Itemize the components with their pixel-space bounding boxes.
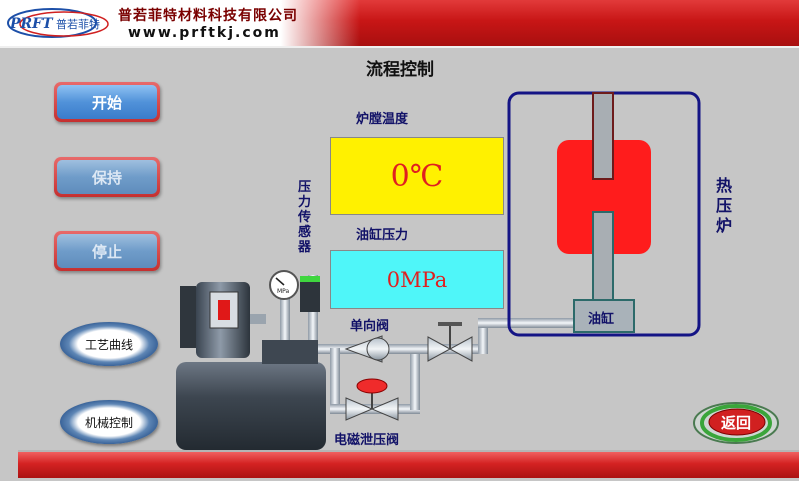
riser-pipe — [478, 318, 488, 354]
svg-text:普若菲特: 普若菲特 — [56, 17, 100, 31]
pressure-sensor — [300, 276, 320, 312]
oil-tank — [176, 362, 326, 450]
temperature-label: 炉膛温度 — [356, 112, 409, 127]
motor-indicator — [218, 300, 230, 320]
pressure-label: 油缸压力 — [356, 228, 409, 243]
company-logo: PRFT 普若菲特 — [6, 4, 112, 42]
cylinder-label: 油缸 — [588, 312, 615, 327]
stop-button-label: 停止 — [57, 234, 157, 268]
solenoid-valve-label: 电磁泄压阀 — [334, 433, 400, 448]
motor-shaft — [250, 314, 266, 324]
solenoid-coil — [356, 378, 388, 394]
upper-ram — [592, 92, 614, 180]
pump-block — [262, 340, 318, 364]
relief-pipe-left — [330, 348, 340, 410]
gate-valve — [427, 336, 452, 362]
process-curve-label: 工艺曲线 — [81, 334, 136, 354]
temperature-display: 0℃ — [330, 137, 504, 215]
cylinder-feed-pipe — [478, 318, 574, 328]
gauge-unit-label: MPa — [277, 288, 290, 295]
process-curve-button[interactable]: 工艺曲线 — [60, 322, 158, 366]
main-pipe — [318, 344, 488, 354]
hold-button[interactable]: 保持 — [54, 157, 160, 197]
check-valve-label: 单向阀 — [350, 319, 390, 334]
footer-bar — [18, 450, 799, 478]
stop-button[interactable]: 停止 — [54, 231, 160, 271]
pressure-value: 0MPa — [386, 267, 448, 292]
back-button-label: 返回 — [720, 413, 751, 432]
page-title: 流程控制 — [366, 60, 434, 80]
lower-ram — [592, 211, 614, 303]
mechanical-control-label: 机械控制 — [81, 412, 136, 432]
pressure-sensor-label: 压力传感器 — [298, 180, 312, 255]
back-button-core — [708, 408, 766, 436]
motor-flange — [180, 286, 196, 348]
pressure-sensor-status — [300, 276, 320, 282]
start-button-label: 开始 — [57, 85, 157, 119]
sensor-pipe — [308, 275, 318, 355]
relief-pipe-right — [410, 354, 420, 410]
oil-cylinder — [573, 299, 635, 333]
temperature-value: 0℃ — [390, 158, 444, 194]
furnace-label: 热压炉 — [716, 176, 733, 235]
mechanical-control-button[interactable]: 机械控制 — [60, 400, 158, 444]
heater-chamber — [557, 140, 651, 254]
start-button[interactable]: 开始 — [54, 82, 160, 122]
company-name: 普若菲特材料科技有限公司 — [118, 8, 298, 24]
hold-button-label: 保持 — [57, 160, 157, 194]
header-white-area — [0, 0, 360, 46]
svg-text:PRFT: PRFT — [9, 16, 54, 32]
header-divider — [0, 46, 799, 48]
pressure-display: 0MPa — [330, 250, 504, 309]
gauge-pipe — [280, 298, 290, 344]
solenoid-valve — [345, 397, 374, 421]
company-website: www.prftkj.com — [128, 25, 281, 41]
